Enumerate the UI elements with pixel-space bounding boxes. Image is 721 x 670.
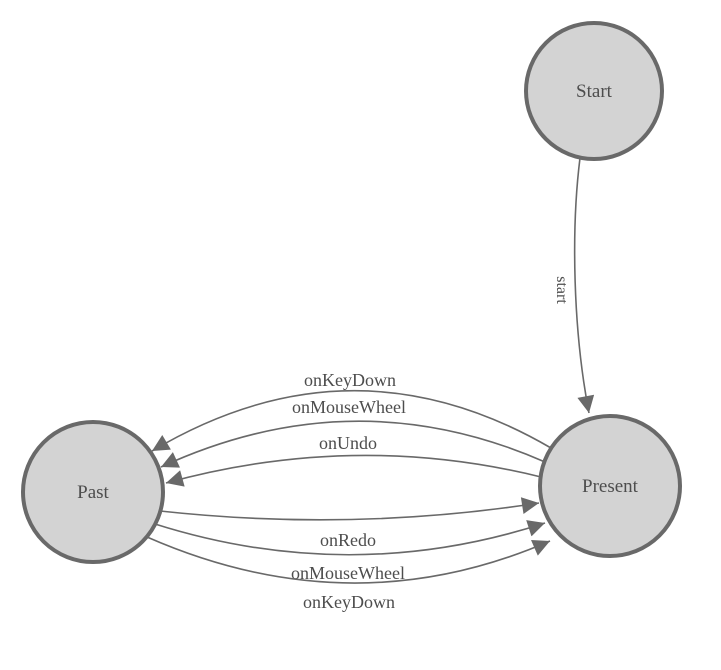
edge-path-onkeydown-bottom [146, 536, 551, 584]
node-past-label: Past [77, 482, 109, 503]
edge-start-to-present: start [553, 157, 595, 414]
edge-label-onkeydown-bottom: onKeyDown [303, 592, 395, 612]
edge-label-onmousewheel-top: onMouseWheel [292, 397, 406, 417]
node-past[interactable]: Past [21, 420, 165, 564]
node-past-circle[interactable] [21, 420, 165, 564]
node-present[interactable]: Present [538, 414, 682, 558]
node-start[interactable]: Start [524, 21, 664, 161]
edge-label-onundo: onUndo [319, 433, 377, 453]
edge-label-onmousewheel-bottom: onMouseWheel [291, 563, 405, 583]
edge-past-to-present-onredo: onRedo [159, 497, 540, 550]
edge-path-onundo [165, 454, 542, 487]
edge-path-onmousewheel-bottom [154, 520, 546, 556]
edge-present-to-past-onkeydown: onKeyDown [151, 370, 552, 452]
edge-path-start [573, 157, 595, 414]
node-start-circle[interactable] [524, 21, 664, 161]
edge-label-onkeydown-top: onKeyDown [304, 370, 396, 390]
edge-present-to-past-onmousewheel: onMouseWheel [160, 397, 546, 468]
edge-present-to-past-onundo: onUndo [165, 433, 542, 487]
node-present-label: Present [582, 476, 639, 497]
edge-path-onmousewheel-top [160, 420, 546, 468]
node-present-circle[interactable] [538, 414, 682, 558]
edge-path-onkeydown-top [151, 389, 552, 452]
edge-past-to-present-onmousewheel: onMouseWheel [154, 520, 546, 583]
edge-past-to-present-onkeydown: onKeyDown [146, 536, 551, 612]
edge-label-onredo: onRedo [320, 530, 376, 550]
node-start-label: Start [576, 81, 613, 102]
edge-path-onredo [159, 497, 540, 521]
edge-label-start: start [553, 276, 570, 304]
